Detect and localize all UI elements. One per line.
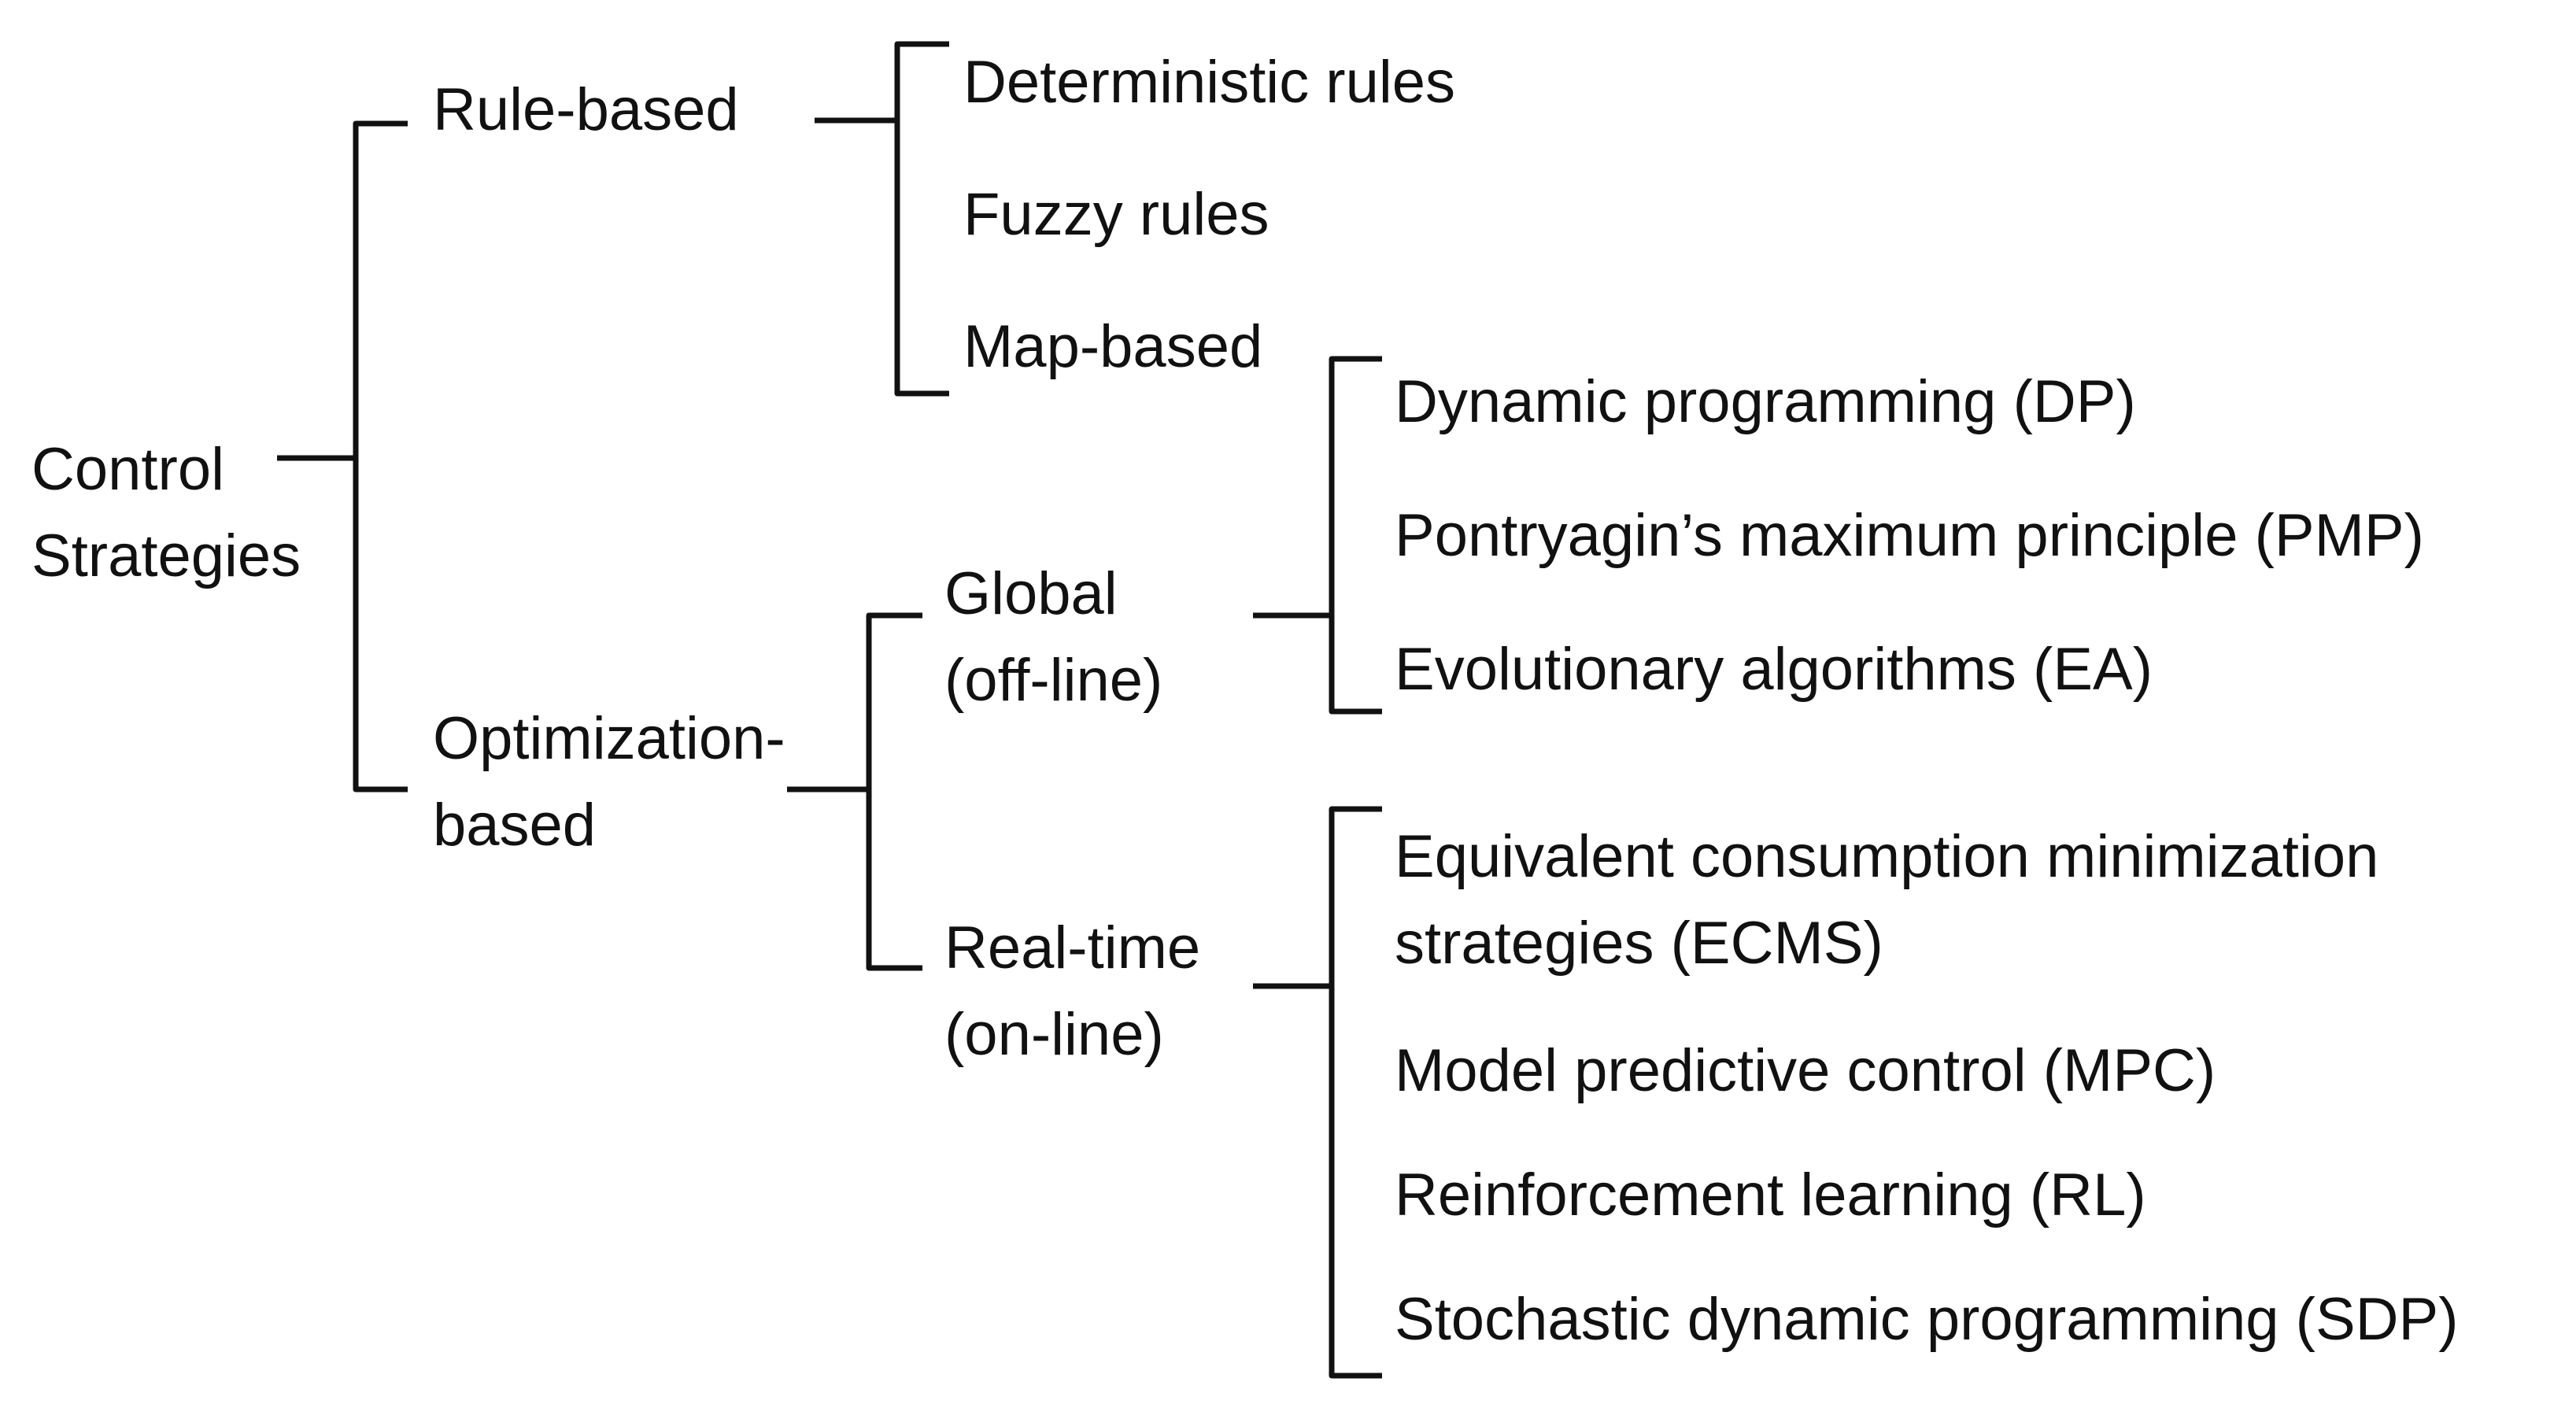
rule-leaf-fuzzy: Fuzzy rules	[963, 181, 1270, 248]
realtime-leaf-sdp: Stochastic dynamic programming (SDP)	[1395, 1286, 2459, 1353]
global-leaf-dp: Dynamic programming (DP)	[1395, 368, 2136, 435]
global-label: Global (off-line)	[944, 551, 1162, 724]
realtime-line-1: Real-time	[944, 914, 1201, 981]
realtime-leaf-mpc: Model predictive control (MPC)	[1395, 1037, 2216, 1104]
global-leaf-ea: Evolutionary algorithms (EA)	[1395, 636, 2153, 703]
root-node-label: Control Strategies	[31, 427, 301, 600]
realtime-label: Real-time (on-line)	[944, 905, 1200, 1078]
rule-leaf-deterministic: Deterministic rules	[963, 49, 1456, 116]
global-leaf-pmp: Pontryagin’s maximum principle (PMP)	[1395, 502, 2424, 569]
optimization-based-label: Optimization- based	[433, 696, 785, 869]
global-line-2: (off-line)	[944, 647, 1163, 714]
rule-based-bracket	[894, 41, 949, 397]
optimization-line-1: Optimization-	[433, 705, 785, 772]
rule-based-label: Rule-based	[433, 76, 739, 143]
realtime-line-2: (on-line)	[944, 1001, 1164, 1068]
root-line-1: Control	[31, 436, 224, 503]
realtime-leaf-rl: Reinforcement learning (RL)	[1395, 1162, 2146, 1228]
root-line-2: Strategies	[31, 523, 301, 589]
global-line-1: Global	[944, 560, 1118, 627]
global-bracket	[1329, 356, 1382, 715]
optimization-bracket	[866, 612, 922, 971]
root-bracket	[353, 120, 408, 793]
realtime-bracket	[1329, 806, 1382, 1379]
ecms-line-1: Equivalent consumption minimization	[1395, 823, 2379, 890]
rule-leaf-map-based: Map-based	[963, 313, 1263, 380]
realtime-leaf-ecms: Equivalent consumption minimization stra…	[1395, 814, 2378, 987]
optimization-line-2: based	[433, 792, 597, 859]
ecms-line-2: strategies (ECMS)	[1395, 910, 1883, 977]
